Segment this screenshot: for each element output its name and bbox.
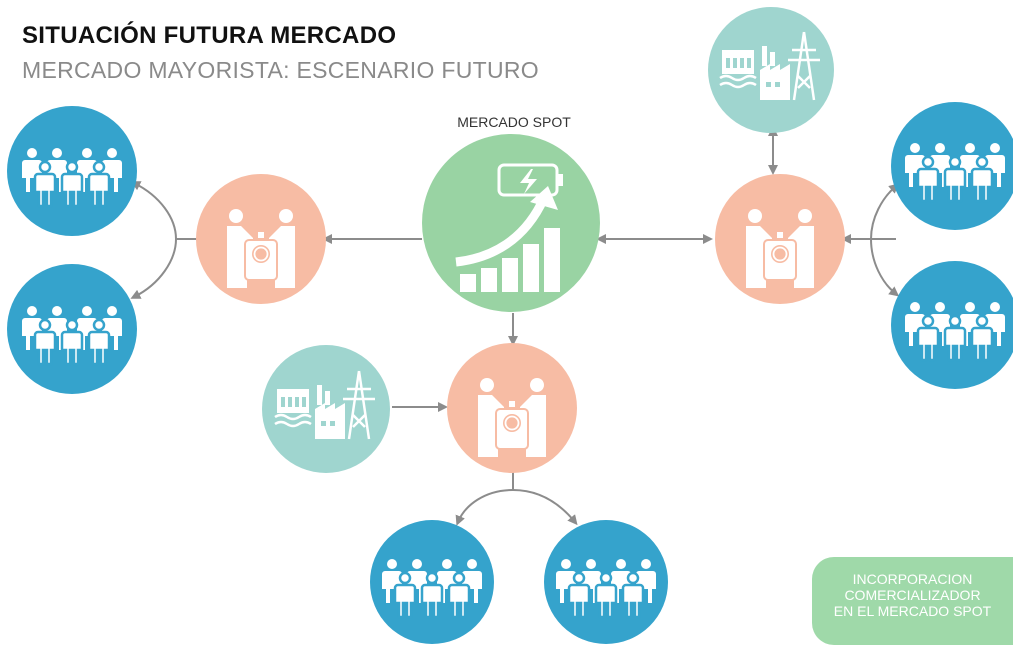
comercializador-left-node	[196, 174, 326, 304]
legend-badge: INCORPORACION COMERCIALIZADOR EN EL MERC…	[812, 557, 1013, 645]
clientes-left-top-node	[7, 106, 137, 236]
connectors	[130, 126, 900, 526]
legend-line: COMERCIALIZADOR	[844, 587, 981, 603]
clientes-right-bottom-node	[891, 261, 1013, 389]
clientes-left-bottom-node	[7, 264, 137, 394]
battery-growth-chart-icon	[455, 163, 563, 292]
comercializador-bottom-node	[447, 343, 577, 473]
spot-label: MERCADO SPOT	[457, 114, 571, 130]
comercializador-right-node	[715, 174, 845, 304]
clientes-bottom-left-node	[370, 520, 494, 644]
legend-line: INCORPORACION	[852, 571, 973, 587]
clientes-right-top-node	[891, 102, 1013, 230]
legend-line: EN EL MERCADO SPOT	[833, 603, 992, 619]
page-title: SITUACIÓN FUTURA MERCADO	[22, 22, 397, 49]
page-subtitle: MERCADO MAYORISTA: ESCENARIO FUTURO	[22, 57, 539, 83]
spot-node	[422, 134, 600, 312]
generador-bottom-node	[262, 345, 390, 473]
clientes-bottom-right-node	[544, 520, 668, 644]
generador-top-node	[708, 7, 834, 133]
